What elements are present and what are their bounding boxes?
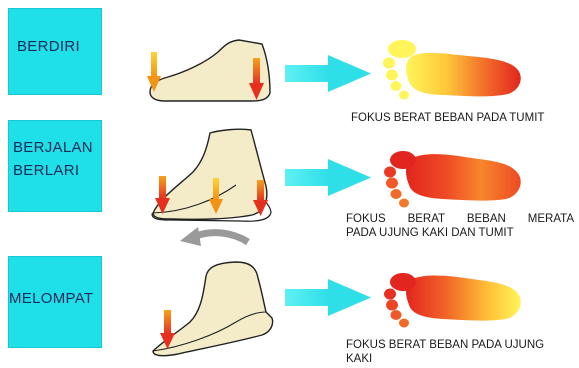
caption-jumping: FOKUS BERAT BEBAN PADA UJUNG KAKI [346,338,574,366]
caption-line: FOKUS BERAT BEBAN PADA TUMIT [351,111,573,125]
caption-walking-running: FOKUS BERAT BEBAN MERATA PADA UJUNG KAKI… [346,212,574,240]
footprint-heatmap-heel-icon [383,40,521,100]
right-arrow-row2-icon [285,159,371,196]
footprint-heatmap-even-icon [384,151,521,208]
caption-line: FOKUS BERAT BEBAN PADA UJUNG [346,338,574,352]
foot-standing-icon [150,40,270,101]
right-arrow-row1-icon [285,55,371,92]
right-arrow-row3-icon [285,279,371,316]
caption-line: FOKUS BERAT BEBAN MERATA [346,212,574,226]
caption-line: KAKI [346,352,574,366]
caption-line: PADA UJUNG KAKI DAN TUMIT [346,226,574,240]
foot-walking-icon [152,129,271,221]
caption-standing: FOKUS BERAT BEBAN PADA TUMIT [351,111,573,125]
curved-rotation-arrow-icon [180,227,248,246]
footprint-heatmap-toe-icon [384,273,521,328]
